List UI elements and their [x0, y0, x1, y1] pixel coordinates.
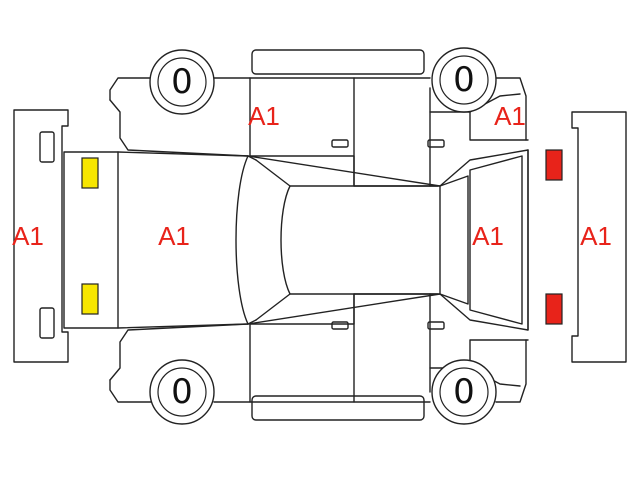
tire-left-front: 0: [149, 49, 215, 115]
tire-left-rear-value: 0: [453, 60, 475, 100]
right-taillamp-icon: [545, 293, 563, 325]
rear-bumper: [571, 111, 627, 363]
top-view-body: [63, 149, 529, 331]
taillamps: [545, 149, 563, 325]
front-bumper: [13, 109, 69, 363]
tire-left-front-value: 0: [171, 62, 193, 102]
left-taillamp-icon: [545, 149, 563, 181]
grade-left-front-fender: A1: [248, 101, 280, 131]
grade-rear-glass: A1: [472, 221, 504, 251]
grade-rear-bumper: A1: [580, 221, 612, 251]
tire-right-front-value: 0: [171, 372, 193, 412]
left-headlamp-icon: [81, 157, 99, 189]
grade-left-quarter: A1: [494, 101, 526, 131]
tire-right-rear-value: 0: [453, 372, 475, 412]
tire-right-front: 0: [149, 359, 215, 425]
right-headlamp-icon: [81, 283, 99, 315]
grade-hood: A1: [158, 221, 190, 251]
headlamps: [81, 157, 99, 315]
tire-left-rear: 0: [431, 47, 497, 113]
tire-right-rear: 0: [431, 359, 497, 425]
grade-front-bumper: A1: [12, 221, 44, 251]
